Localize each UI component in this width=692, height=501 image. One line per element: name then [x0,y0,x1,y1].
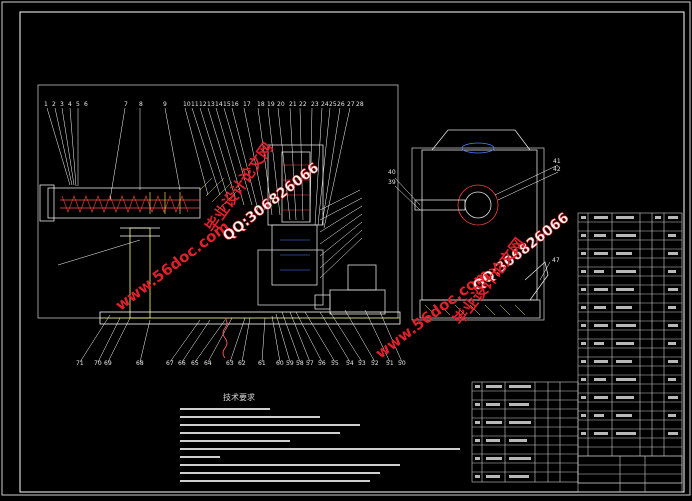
leader-lines-top [46,107,323,226]
balloon-top-21: 21 [289,101,297,108]
balloon-top-16: 16 [231,101,239,108]
balloon-bottom-67: 67 [166,360,174,367]
balloon-top-10: 10 [183,101,191,108]
balloon-bottom-51: 51 [386,360,394,367]
balloon-topright-23: 23 [311,101,319,108]
lower-gear-housing [257,249,324,306]
balloon-top-20: 20 [277,101,285,108]
balloon-bottom-63: 63 [226,360,234,367]
leader-lines-right [317,107,363,279]
balloon-top-8: 8 [139,101,143,108]
balloon-bottom-64: 64 [204,360,212,367]
balloon-bottom-57: 57 [306,360,314,367]
balloon-topright-28: 28 [356,101,364,108]
balloon-bottom-65: 65 [191,360,199,367]
balloon-top-14: 14 [215,101,223,108]
balloon-bottom-62: 62 [238,360,246,367]
screw-barrel [47,187,201,219]
section-hatch [199,177,241,211]
balloon-bottom-60: 60 [276,360,284,367]
housing-outline [37,84,399,319]
balloon-bottom-54: 54 [346,360,354,367]
gearbox-core [281,151,311,223]
motor [329,289,386,315]
balloon-top-15: 15 [223,101,231,108]
outlet-pipe [414,199,466,211]
side-top-hood [431,129,531,151]
balloon-top-18: 18 [257,101,265,108]
balloon-bottom-53: 53 [358,360,366,367]
inlet-chute [524,261,549,301]
balloon-side-47: 47 [552,257,560,264]
balloon-side-42: 42 [553,166,561,173]
side-base [419,299,541,319]
barrel-flange [39,184,55,222]
parts-list-text [475,216,678,478]
parts-list-rows [578,221,682,457]
flange-ring-outer [457,184,499,226]
side-view [394,129,559,321]
balloon-top-19: 19 [267,101,275,108]
balloon-top-4: 4 [68,101,72,108]
balloon-bottom-71: 71 [76,360,84,367]
balloon-top-2: 2 [52,101,56,108]
drawing-frame [19,11,685,493]
motor-coupling [314,294,331,310]
balloon-bottom-56: 56 [318,360,326,367]
screw-flight [60,199,200,209]
side-hatch [424,304,526,316]
balloon-top-3: 3 [60,101,64,108]
balloon-top-7: 7 [124,101,128,108]
balloon-topright-26: 26 [337,101,345,108]
balloon-top-11: 11 [191,101,199,108]
balloon-bottom-52: 52 [371,360,379,367]
technical-notes-title: 技术要求 [223,393,255,402]
balloon-bottom-68: 68 [136,360,144,367]
title-block [577,455,683,493]
balloon-top-13: 13 [207,101,215,108]
balloon-top-6: 6 [84,101,88,108]
balloon-bottom-69: 69 [104,360,112,367]
balloon-top-12: 12 [199,101,207,108]
motor-fan [347,264,377,291]
balloon-bottom-66: 66 [178,360,186,367]
lower-parts-list [471,381,579,483]
balloon-side-40: 40 [388,169,396,176]
balloon-bottom-59: 59 [286,360,294,367]
balloon-bottom-58: 58 [296,360,304,367]
front-view [37,84,403,363]
leader-lines-bottom [79,309,403,363]
balloon-bottom-55: 55 [331,360,339,367]
balloon-top-22: 22 [299,101,307,108]
balloon-bottom-50: 50 [398,360,406,367]
vertical-shaft [271,224,318,286]
top-pulley [461,142,495,154]
balloon-top-1: 1 [44,101,48,108]
balloon-topright-24: 24 [321,101,329,108]
balloon-bottom-70: 70 [94,360,102,367]
balloon-bottom-61: 61 [258,360,266,367]
balloon-side-41: 41 [553,158,561,165]
balloon-top-17: 17 [243,101,251,108]
balloon-topright-27: 27 [347,101,355,108]
flange-ring-inner [464,191,492,219]
balloon-top-9: 9 [163,101,167,108]
screw-thread [61,195,189,213]
balloon-side-39: 39 [388,179,396,186]
balloon-topright-25: 25 [329,101,337,108]
support-column [129,227,151,319]
balloon-top-5: 5 [76,101,80,108]
side-housing [411,147,545,321]
spring [222,317,228,359]
technical-notes-lines [180,408,460,482]
